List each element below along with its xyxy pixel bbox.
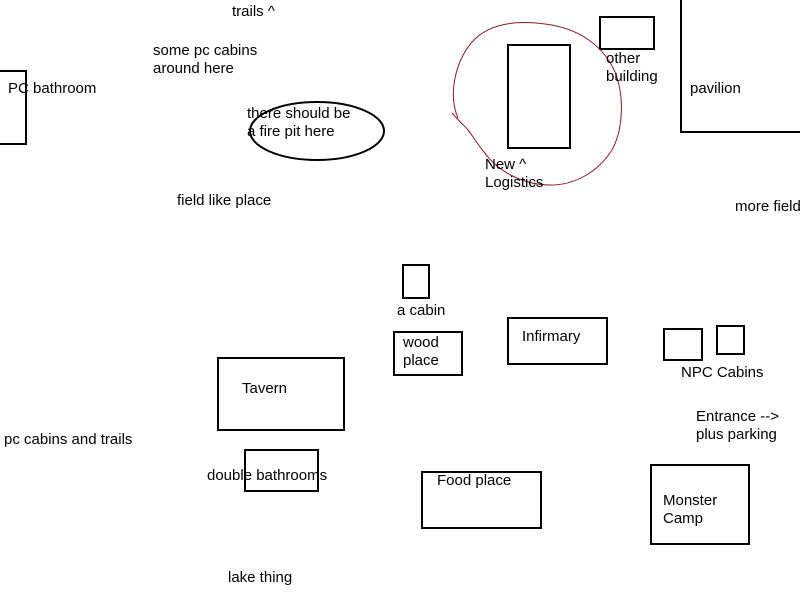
- monster-camp-box: [650, 464, 750, 545]
- tavern-label: Tavern: [242, 380, 288, 397]
- double-bathrooms-box: [244, 449, 319, 492]
- pc-bathroom-box: [0, 70, 27, 145]
- food-place-box: [421, 471, 542, 529]
- a-cabin-box: [402, 264, 430, 299]
- infirmary-box: [507, 317, 608, 365]
- pavilion-box: [680, 0, 800, 133]
- monster-camp-label: Monster Camp: [663, 492, 718, 527]
- new-logistics-box: [507, 44, 571, 149]
- new-logistics-label: New ^ Logistics: [485, 156, 544, 191]
- lake-thing-label: lake thing: [228, 569, 293, 586]
- other-building-box: [599, 16, 655, 50]
- infirmary-label: Infirmary: [522, 328, 581, 345]
- wood-place-label: wood place: [403, 334, 439, 369]
- pavilion-label: pavilion: [690, 80, 741, 97]
- trails-label: trails ^: [232, 3, 275, 20]
- npc-cabin-box-1: [663, 328, 703, 361]
- a-cabin-label: a cabin: [397, 302, 446, 319]
- wood-place-box: [393, 331, 463, 376]
- other-building-label: other building: [606, 50, 658, 85]
- entrance-label: Entrance --> plus parking: [696, 408, 779, 443]
- pc-bathroom-label: PC bathroom: [8, 80, 97, 97]
- double-bathrooms-label: double bathrooms: [207, 467, 328, 484]
- npc-cabins-label: NPC Cabins: [681, 364, 764, 381]
- pc-cabins-trails-label: pc cabins and trails: [4, 431, 133, 448]
- food-place-label: Food place: [437, 472, 512, 489]
- more-field-label: more field: [735, 198, 800, 215]
- fire-pit-label: there should be a fire pit here: [247, 105, 351, 140]
- tavern-box: [217, 357, 345, 431]
- some-pc-cabins-label: some pc cabins around here: [153, 42, 258, 77]
- npc-cabin-box-2: [716, 325, 745, 355]
- field-like-place-label: field like place: [177, 192, 272, 209]
